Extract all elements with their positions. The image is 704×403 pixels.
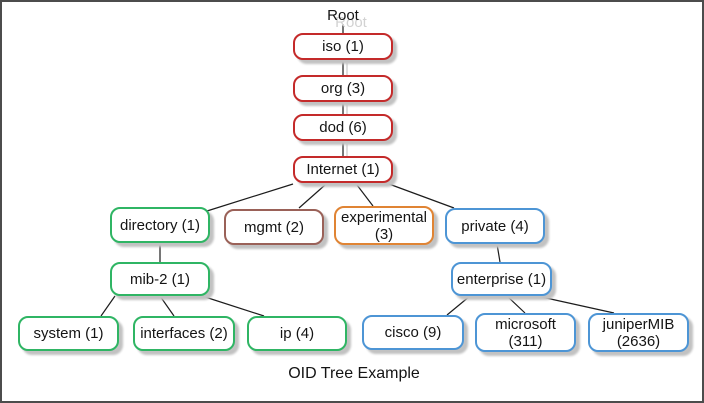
node-dod: dod (6) (293, 114, 393, 141)
node-cisco: cisco (9) (362, 315, 464, 350)
node-internet: Internet (1) (293, 156, 393, 183)
root-label: Root (327, 7, 359, 24)
node-label: microsoft (311) (495, 315, 556, 350)
node-directory: directory (1) (110, 207, 210, 243)
node-iso: iso (1) (293, 33, 393, 60)
node-label: mgmt (2) (244, 218, 304, 236)
node-experimental: experimental (3) (334, 206, 434, 245)
node-label: directory (1) (119, 216, 201, 234)
node-label: private (4) (461, 217, 529, 235)
node-org: org (3) (293, 75, 393, 102)
node-label: dod (6) (319, 119, 367, 136)
node-label: cisco (9) (384, 324, 442, 341)
node-label: mib-2 (1) (129, 270, 190, 288)
node-label: system (1) (33, 325, 104, 342)
node-microsoft: microsoft (311) (475, 313, 576, 352)
node-mgmt: mgmt (2) (224, 209, 324, 245)
node-label: experimental (3) (341, 208, 427, 243)
node-enterprise: enterprise (1) (451, 262, 552, 296)
node-label: ip (4) (279, 325, 315, 342)
node-label: iso (1) (322, 38, 364, 55)
node-private: private (4) (445, 208, 545, 244)
node-label: juniperMIB (2636) (602, 315, 675, 350)
node-label: org (3) (320, 80, 366, 97)
node-label: interfaces (2) (140, 325, 228, 342)
node-mib-2: mib-2 (1) (110, 262, 210, 296)
node-ip: ip (4) (247, 316, 347, 351)
node-interfaces: interfaces (2) (133, 316, 235, 351)
node-label: enterprise (1) (456, 270, 547, 288)
node-junipermib: juniperMIB (2636) (588, 313, 689, 352)
node-label: Internet (1) (306, 161, 380, 178)
diagram-caption: OID Tree Example (288, 365, 420, 382)
node-system: system (1) (18, 316, 119, 351)
